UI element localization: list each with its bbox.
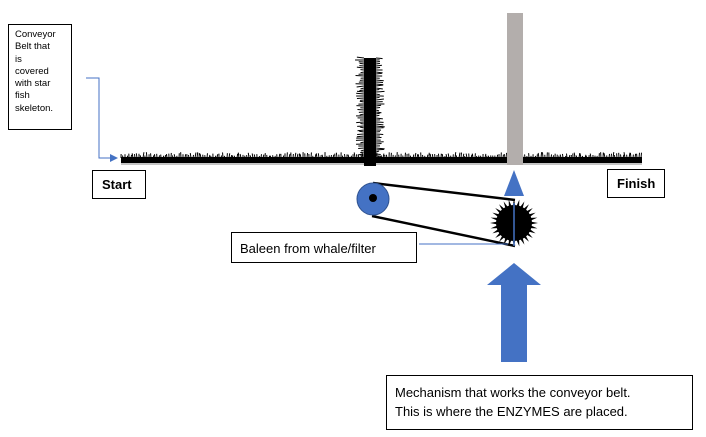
start-label: Start [92, 170, 146, 199]
note-line: with star [15, 78, 51, 90]
note-line: skeleton. [15, 102, 54, 114]
baleen-filter-label: Baleen from whale/filter [231, 232, 417, 263]
conveyor-belt-note: Conveyor Belt that is covered with star … [8, 24, 72, 130]
gray-pole [507, 13, 523, 165]
large-up-arrow [487, 263, 541, 362]
note-line: covered [15, 65, 49, 77]
drive-belt [371, 181, 516, 248]
note-connector-arrowhead [110, 154, 118, 162]
conveyor-belt-surface [120, 152, 642, 163]
finish-label: Finish [607, 169, 665, 198]
mechanism-line-2: This is where the ENZYMES are placed. [395, 404, 628, 419]
note-connector-line [86, 77, 114, 159]
note-line: is [15, 53, 22, 65]
small-up-arrow [504, 170, 524, 196]
baleen-filter [355, 56, 385, 166]
note-line: Belt that [15, 41, 50, 53]
mechanism-line-1: Mechanism that works the conveyor belt. [395, 385, 631, 400]
pulley-wheel [356, 182, 390, 216]
mechanism-label: Mechanism that works the conveyor belt. … [386, 375, 693, 430]
note-line: fish [15, 90, 30, 102]
note-line: Conveyor [15, 29, 56, 40]
gear-mechanism [490, 199, 538, 247]
